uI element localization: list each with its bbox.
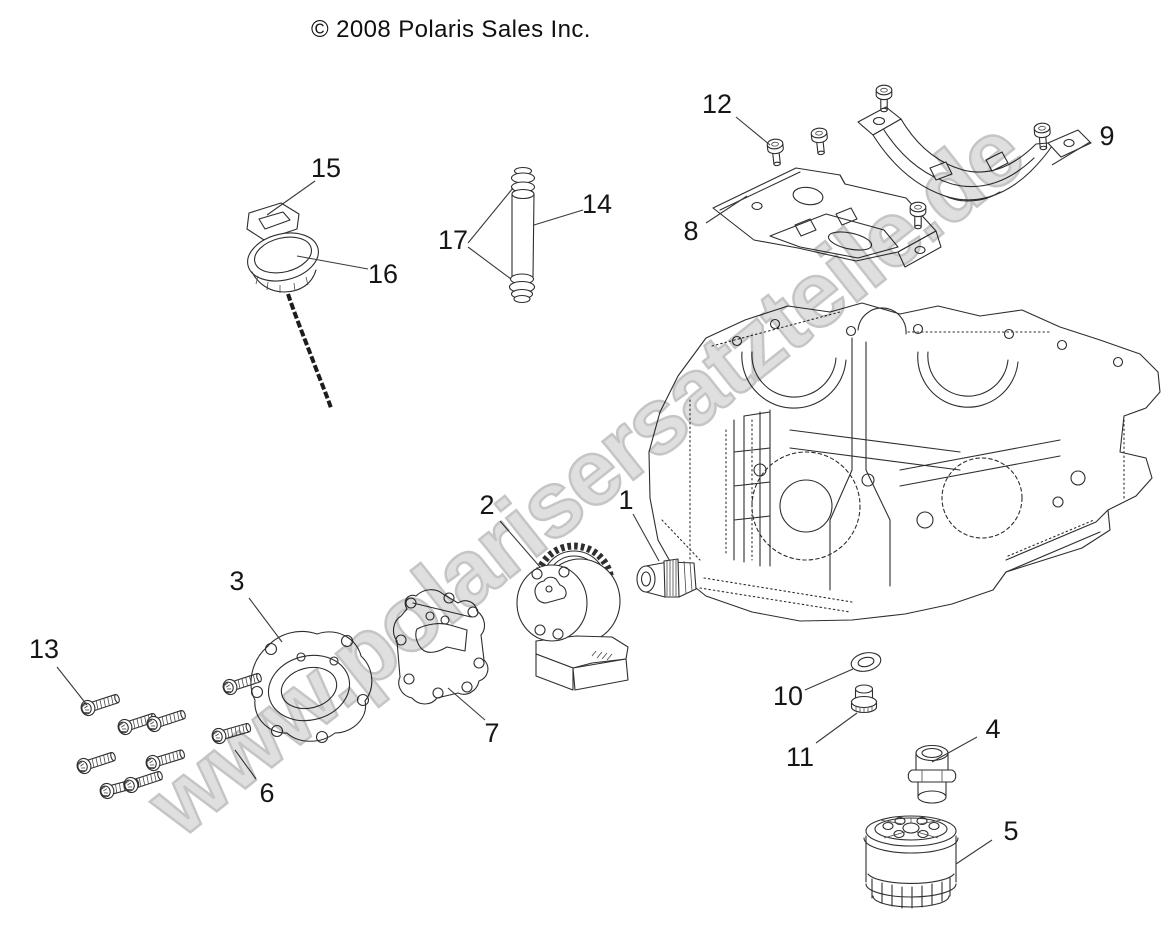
part-pump-cover [250, 630, 373, 744]
part-oil-tube [508, 166, 536, 304]
callout-7: 7 [484, 718, 499, 748]
part-crankcase [648, 302, 1161, 622]
callout-6: 6 [259, 778, 274, 808]
callout-13: 13 [29, 634, 59, 664]
callout-labels: 1 2 3 4 5 6 7 8 9 10 11 12 13 14 15 16 1… [29, 89, 1115, 846]
callout-12: 12 [702, 89, 732, 119]
part-dipstick [246, 202, 333, 409]
callout-16: 16 [368, 259, 398, 289]
part-plug [850, 684, 878, 714]
part-oil-pump [516, 542, 629, 691]
part-heat-shield-cradle [857, 106, 1092, 202]
part-oil-pressure-fitting [636, 558, 697, 598]
copyright-text: © 2008 Polaris Sales Inc. [311, 16, 591, 43]
part-flange-bolts [74, 669, 264, 801]
callout-15: 15 [311, 153, 341, 183]
part-oil-filter [863, 815, 959, 909]
part-pump-gasket [392, 589, 489, 705]
callout-14: 14 [582, 189, 612, 219]
callout-4: 4 [985, 714, 1000, 744]
callout-17: 17 [438, 225, 468, 255]
part-washer [850, 652, 882, 672]
callout-5: 5 [1003, 816, 1018, 846]
callout-11: 11 [786, 742, 814, 772]
callout-10: 10 [773, 681, 803, 711]
callout-9: 9 [1099, 121, 1114, 151]
callout-2: 2 [479, 490, 494, 520]
callout-1: 1 [618, 485, 633, 515]
part-heat-shield-bracket [712, 167, 942, 268]
part-filter-fitting [907, 744, 957, 804]
leader-lines [56, 116, 1091, 865]
callout-3: 3 [229, 566, 244, 596]
callout-8: 8 [683, 216, 698, 246]
